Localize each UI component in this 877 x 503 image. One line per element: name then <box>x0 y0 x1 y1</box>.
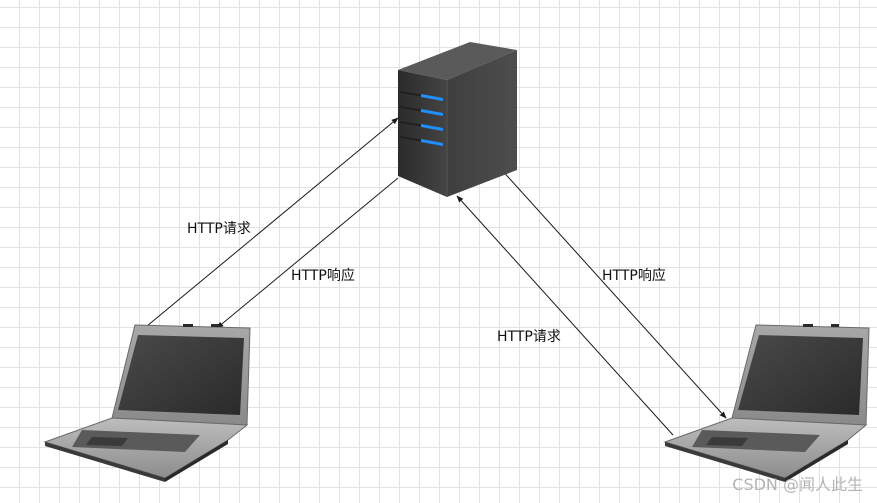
server-icon <box>398 42 517 197</box>
laptop-right-icon <box>663 324 870 482</box>
edge-right-request <box>456 195 674 436</box>
edge-label-right-request: HTTP请求 <box>497 329 561 345</box>
edge-label-right-response: HTTP响应 <box>602 268 666 284</box>
edge-right-response <box>499 167 727 419</box>
laptop-left-icon <box>43 324 251 482</box>
watermark: CSDN @闻人此生 <box>732 475 863 494</box>
server-drive-bays <box>400 91 443 146</box>
edge-label-left-response: HTTP响应 <box>291 268 355 284</box>
edge-label-left-request: HTTP请求 <box>187 221 251 237</box>
edge-left-response <box>216 177 399 329</box>
edge-left-request <box>146 117 399 327</box>
